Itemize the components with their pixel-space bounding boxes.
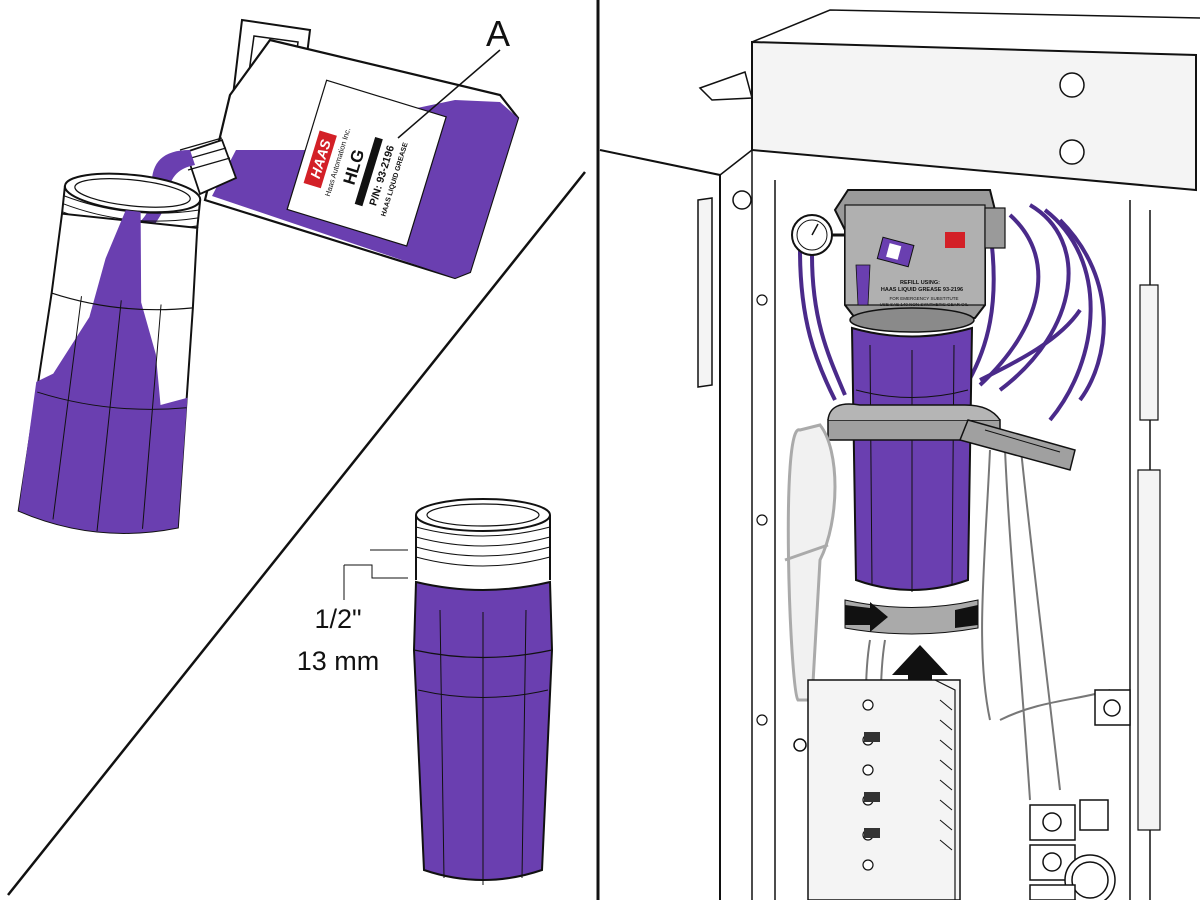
filling-reservoir-bowl	[17, 172, 202, 534]
bottle-label: HAAS Haas Automation Inc. HLG P/N: 93-21…	[286, 79, 447, 247]
strap-wrench	[827, 403, 1076, 471]
cap-label-line3: FOR EMERGENCY SUBSTITUTE	[890, 296, 959, 301]
manifold-plate	[807, 679, 961, 900]
measure-mm: 13 mm	[297, 646, 380, 676]
lube-lines	[798, 203, 1106, 422]
cabinet-header	[698, 9, 1200, 192]
cap-label-line4: USE SAE 140 NON SYNTHETIC GEAR OIL	[880, 302, 969, 307]
cabinet-frame	[599, 149, 1161, 900]
solenoid-valves	[793, 689, 1131, 900]
reservoir-cap: REFILL USING: HAAS LIQUID GREASE 93-2196…	[833, 189, 1006, 333]
grease-bottle: HAAS Haas Automation Inc. HLG P/N: 93-21…	[179, 18, 520, 280]
cap-bottle-icon	[876, 236, 915, 268]
measure-inches: 1/2"	[314, 604, 361, 634]
pressure-gauge-icon	[791, 214, 850, 256]
cap-brand-mark	[945, 232, 965, 248]
rotate-arrow-icon	[844, 599, 979, 635]
cap-label-line2: HAAS LIQUID GREASE 93-2196	[881, 287, 963, 293]
left-panel: HAAS Haas Automation Inc. HLG P/N: 93-21…	[7, 13, 586, 896]
callout-letter: A	[486, 13, 510, 54]
right-panel: REFILL USING: HAAS LIQUID GREASE 93-2196…	[599, 9, 1200, 900]
installed-reservoir-bowl	[850, 326, 974, 592]
hanging-wrench	[784, 423, 837, 702]
diagonal-divider	[7, 171, 586, 896]
callout-a: A	[397, 13, 510, 139]
cap-label-line1: REFILL USING:	[900, 280, 940, 286]
cap-bowl-icon	[855, 264, 871, 306]
reservoir-bowl-upright: 1/2" 13 mm	[297, 498, 554, 885]
